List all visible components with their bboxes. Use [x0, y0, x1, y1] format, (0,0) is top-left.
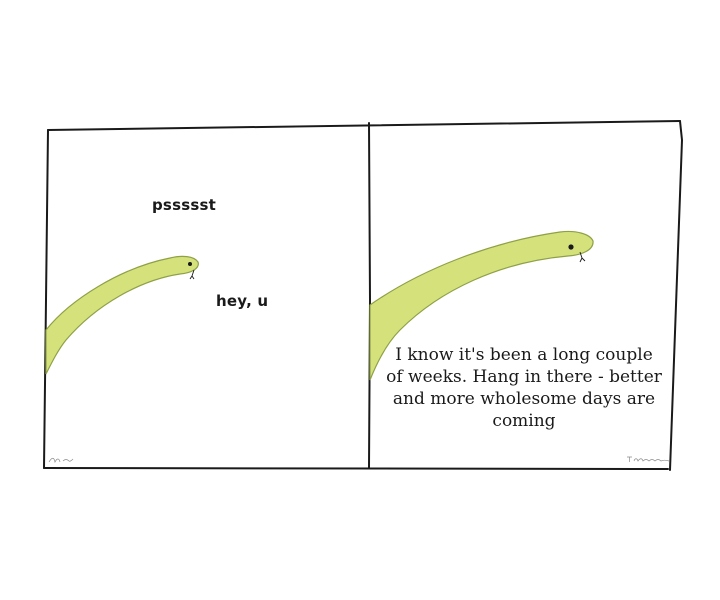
artist-signature-right	[626, 454, 670, 466]
caption-message: I know it's been a long couple of weeks.…	[386, 345, 662, 431]
snake-eye-panel-1	[188, 262, 192, 266]
comic-frame	[43, 120, 683, 471]
frame-right-border	[669, 120, 683, 471]
frame-left-border	[43, 129, 49, 469]
snake-panel-1	[45, 255, 199, 375]
snake-tongue-panel-1	[189, 269, 195, 280]
snake-body-panel-1	[45, 255, 199, 375]
speech-hey-u: hey, u	[216, 292, 269, 310]
snake-tongue-panel-2	[579, 251, 586, 263]
frame-top-border	[47, 120, 681, 131]
snake-eye-panel-2	[568, 244, 574, 250]
panel-divider	[368, 122, 371, 469]
frame-bottom-border	[43, 467, 669, 470]
snake-panel-2	[369, 230, 594, 381]
artist-signature-left	[48, 456, 74, 466]
speech-pssst: pssssst	[152, 196, 216, 214]
